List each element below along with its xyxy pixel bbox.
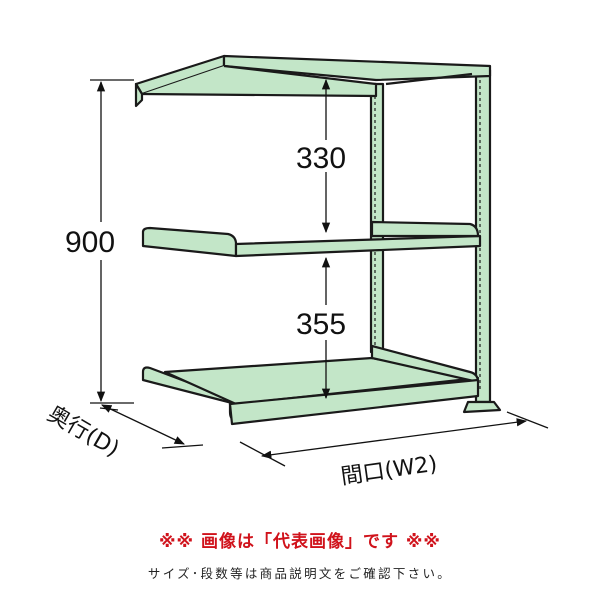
size-check-notice: サイズ･段数等は商品説明文をご確認下さい。 — [147, 566, 453, 581]
label-width: 間口(W2) — [339, 452, 438, 490]
shelf-top — [134, 54, 492, 108]
label-depth: 奥行(D) — [43, 402, 123, 463]
shelf-diagram: 900 330 355 奥行(D) 間口(W2) — [43, 54, 549, 490]
post-back-left — [369, 82, 385, 354]
dim-bottom-gap: 355 — [296, 308, 346, 341]
representative-image-notice: ※※ 画像は「代表画像」です ※※ — [159, 532, 441, 552]
dimension-lines — [90, 78, 549, 467]
post-foot — [462, 400, 502, 414]
shelf-bottom — [141, 344, 480, 426]
shelf-unit — [134, 54, 502, 426]
shelf-middle — [141, 220, 482, 258]
dim-total-height: 900 — [65, 226, 115, 259]
dim-top-gap: 330 — [296, 142, 346, 175]
